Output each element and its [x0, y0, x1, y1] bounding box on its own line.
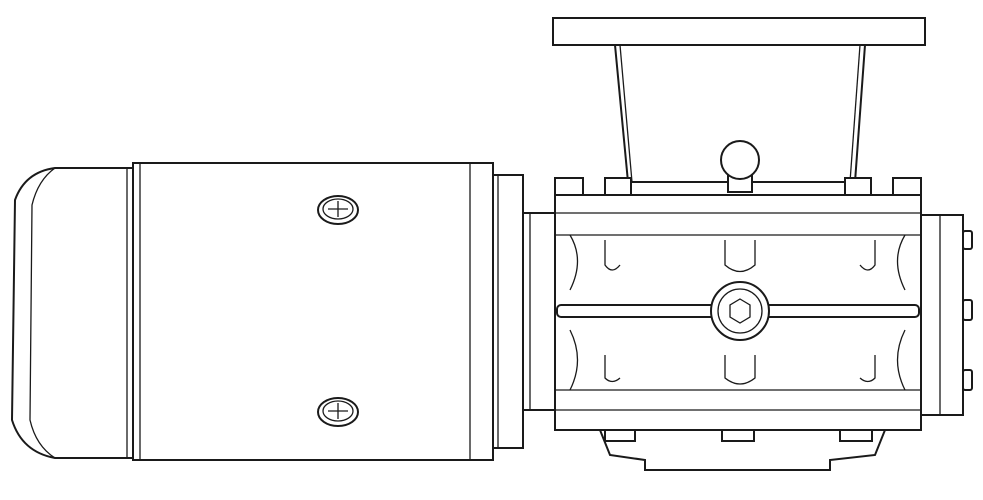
- motor-end-cap: [10, 167, 136, 459]
- output-flange: [552, 17, 926, 183]
- center-hex-plug: [710, 281, 770, 341]
- motor-flange: [492, 174, 524, 449]
- breather-plug: [720, 140, 760, 193]
- motor-screw-top: [317, 195, 359, 225]
- coupling-neck: [522, 212, 558, 411]
- side-cover: [920, 214, 973, 416]
- motor-housing: [132, 162, 494, 461]
- motor-screw-bottom: [317, 397, 359, 427]
